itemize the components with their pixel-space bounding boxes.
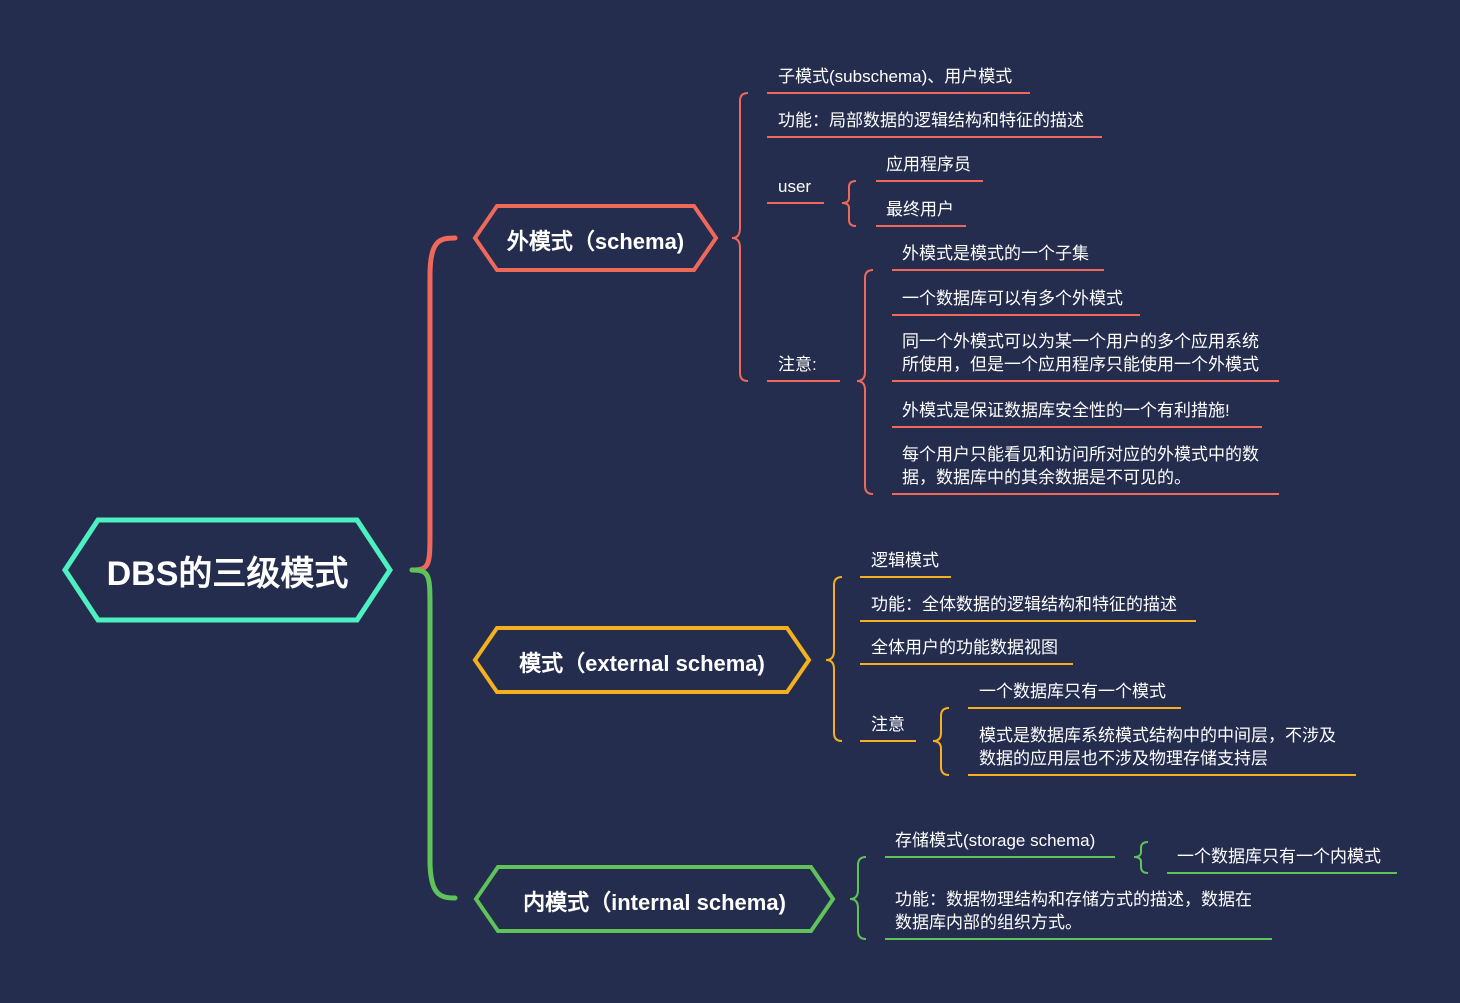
- internal-node-shape: [473, 865, 836, 933]
- root-node-shape: [62, 517, 393, 623]
- note-item-5-line1[interactable]: 每个用户只能看见和访问所对应的外模式中的数: [902, 445, 1259, 464]
- root-to-internal-connector: [409, 567, 458, 901]
- root-to-external-connector: [409, 235, 458, 573]
- con-function-text[interactable]: 功能：全体数据的逻辑结构和特征的描述: [871, 595, 1177, 614]
- int-function-line2[interactable]: 数据库内部的组织方式。: [895, 913, 1082, 932]
- int-function-line1[interactable]: 功能：数据物理结构和存储方式的描述，数据在: [895, 890, 1252, 909]
- external-node-label[interactable]: 外模式（schema): [506, 229, 685, 254]
- note-item-3-line2[interactable]: 所使用，但是一个应用程序只能使用一个外模式: [902, 355, 1259, 374]
- ext-function-text[interactable]: 功能：局部数据的逻辑结构和特征的描述: [778, 111, 1084, 130]
- conceptual-node-shape: [472, 626, 812, 694]
- ext-note-text[interactable]: 注意:: [778, 355, 817, 374]
- conceptual-node-label[interactable]: 模式（external schema): [519, 651, 765, 676]
- internal-brace: [849, 856, 867, 940]
- con-logic-text[interactable]: 逻辑模式: [871, 551, 939, 570]
- con-note-item-2-line2[interactable]: 数据的应用层也不涉及物理存储支持层: [979, 749, 1268, 768]
- user-item-programmer[interactable]: 应用程序员: [886, 155, 971, 174]
- note-item-2[interactable]: 一个数据库可以有多个外模式: [902, 289, 1123, 308]
- con-view-text[interactable]: 全体用户的功能数据视图: [871, 638, 1058, 657]
- external-node-shape: [472, 204, 719, 272]
- ext-user-text[interactable]: user: [778, 177, 812, 196]
- con-note-text[interactable]: 注意: [871, 715, 905, 734]
- ext-subschema-text[interactable]: 子模式(subschema)、用户模式: [778, 67, 1013, 86]
- user-item-enduser[interactable]: 最终用户: [886, 200, 954, 219]
- note-item-5-line2[interactable]: 据，数据库中的其余数据是不可见的。: [902, 468, 1191, 487]
- conceptual-brace: [825, 576, 843, 742]
- note-item-4[interactable]: 外模式是保证数据库安全性的一个有利措施!: [902, 401, 1230, 420]
- note-item-3-line1[interactable]: 同一个外模式可以为某一个用户的多个应用系统: [902, 332, 1259, 351]
- conceptual-note-brace: [932, 707, 950, 776]
- int-storage-note-text[interactable]: 一个数据库只有一个内模式: [1177, 847, 1381, 866]
- internal-node-label[interactable]: 内模式（internal schema): [523, 890, 786, 915]
- note-item-1[interactable]: 外模式是模式的一个子集: [902, 244, 1089, 263]
- user-brace: [841, 180, 857, 227]
- root-node-label[interactable]: DBS的三级模式: [106, 555, 349, 593]
- storage-brace: [1133, 841, 1149, 874]
- external-brace: [731, 92, 749, 382]
- con-note-item-2-line1[interactable]: 模式是数据库系统模式结构中的中间层，不涉及: [979, 726, 1336, 745]
- con-note-item-1[interactable]: 一个数据库只有一个模式: [979, 682, 1166, 701]
- int-storage-text[interactable]: 存储模式(storage schema): [895, 831, 1096, 850]
- note-brace: [856, 269, 874, 495]
